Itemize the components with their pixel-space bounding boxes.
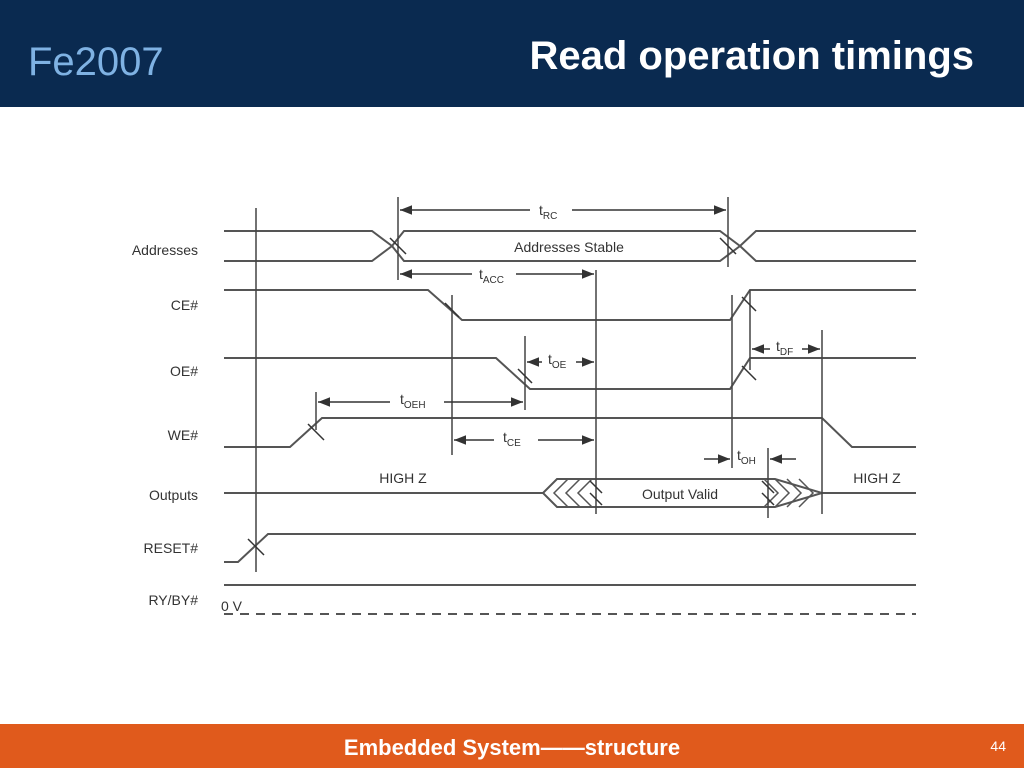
reset-waveform: [224, 533, 916, 563]
high-z-left-label: HIGH Z: [379, 470, 427, 486]
tacc-label: tACC: [479, 266, 504, 286]
page-number: 44: [990, 738, 1006, 754]
toh-label: tOH: [737, 447, 756, 467]
signal-label-we: WE#: [168, 427, 199, 443]
signal-label-oe: OE#: [170, 363, 198, 379]
output-valid-label: Output Valid: [642, 486, 718, 502]
trc-label: tRC: [539, 202, 557, 222]
tick-marks: [247, 237, 775, 556]
footer-bar: Embedded System——structure 44: [0, 724, 1024, 768]
signal-label-reset: RESET#: [144, 540, 199, 556]
tdf-label: tDF: [776, 338, 793, 358]
tce-label: tCE: [503, 429, 521, 449]
outputs-transition-left: [541, 478, 593, 508]
signal-label-ce: CE#: [171, 297, 198, 313]
footer-title: Embedded System——structure: [343, 735, 681, 760]
zero-v-label: 0 V: [221, 598, 243, 614]
signal-label-outputs: Outputs: [149, 487, 198, 503]
signal-label-ry-by: RY/BY#: [148, 592, 198, 608]
slide-title: Read operation timings: [529, 34, 975, 78]
oe-waveform: [224, 357, 916, 390]
header-bar: Fe2007 Read operation timings: [0, 0, 1024, 107]
brand-label: Fe2007: [28, 40, 164, 84]
toe-label: tOE: [548, 351, 567, 371]
toeh-label: tOEH: [400, 391, 426, 411]
ce-waveform: [224, 289, 916, 321]
we-waveform: [224, 417, 916, 448]
high-z-right-label: HIGH Z: [853, 470, 901, 486]
signal-label-addresses: Addresses: [132, 242, 198, 258]
outputs-transition-right: [763, 478, 815, 508]
addresses-stable-label: Addresses Stable: [514, 239, 624, 255]
addresses-waveform: [224, 230, 916, 262]
